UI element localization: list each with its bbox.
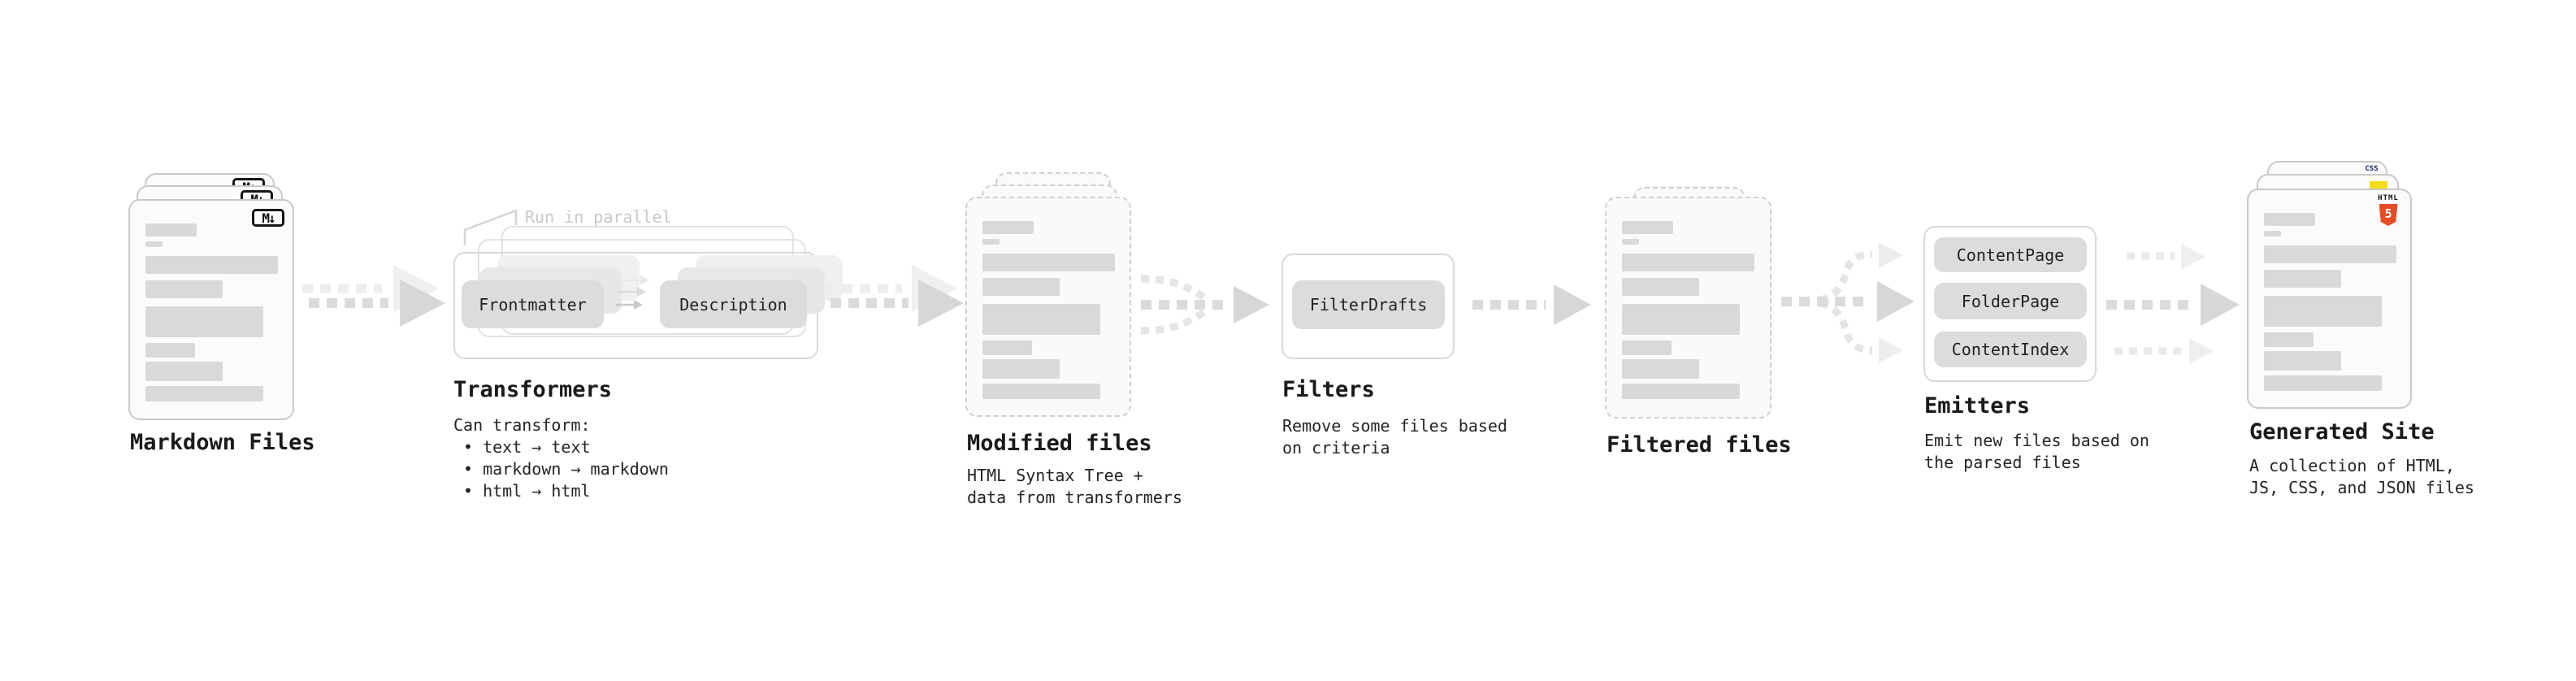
document-placeholder-lines (967, 198, 1130, 399)
arrow-transformers-to-modified (824, 265, 964, 327)
folderpage-pill: FolderPage (1934, 283, 2087, 319)
description-line: HTML Syntax Tree + (967, 466, 1143, 485)
filtered-file-card-front (1605, 197, 1772, 419)
transformers-description: Can transform: • text → text • markdown … (453, 414, 669, 502)
description-line: the parsed files (1924, 453, 2081, 472)
run-in-parallel-label: Run in parallel (525, 207, 672, 227)
arrow-markdown-to-transformers (302, 265, 445, 327)
contentpage-pill: ContentPage (1934, 237, 2087, 272)
bullet-line: • markdown → markdown (463, 459, 669, 479)
arrows-emitters-to-generated (2106, 244, 2240, 364)
modified-files-title: Modified files (967, 431, 1152, 456)
description-pill: Description (660, 280, 807, 328)
arrow-filtered-to-emitters-fanout (1781, 242, 1915, 363)
markdown-file-card-front: M↓ (128, 199, 294, 420)
description-line: A collection of HTML, (2249, 456, 2455, 475)
arrow-filters-to-filtered (1472, 284, 1591, 325)
filtered-files-title: Filtered files (1607, 432, 1792, 458)
emitters-title: Emitters (1924, 393, 2031, 419)
document-placeholder-lines (130, 201, 293, 401)
filters-title: Filters (1282, 377, 1375, 402)
document-placeholder-lines (1607, 198, 1770, 399)
modified-files-description: HTML Syntax Tree + data from transformer… (967, 465, 1182, 509)
description-line: JS, CSS, and JSON files (2249, 478, 2474, 497)
transformers-title: Transformers (453, 377, 613, 402)
html5-icon-label: HTML (2378, 194, 2399, 202)
generated-site-description: A collection of HTML, JS, CSS, and JSON … (2249, 455, 2474, 499)
description-line: Can transform: (453, 415, 591, 435)
generated-site-title: Generated Site (2249, 419, 2435, 445)
html5-icon: HTML 5 (2376, 194, 2400, 226)
emitters-description: Emit new files based on the parsed files (1924, 430, 2149, 474)
bullet-line: • text → text (463, 437, 591, 457)
description-line: data from transformers (967, 488, 1182, 507)
document-placeholder-lines (2249, 190, 2410, 391)
markdown-icon: M↓ (252, 209, 284, 227)
markdown-files-title: Markdown Files (130, 430, 315, 455)
filterdrafts-pill: FilterDrafts (1292, 280, 1445, 329)
contentindex-pill: ContentIndex (1934, 332, 2087, 367)
description-line: Remove some files based (1282, 416, 1507, 436)
modified-file-card-front (965, 197, 1131, 417)
filters-description: Remove some files based on criteria (1282, 415, 1507, 459)
description-line: Emit new files based on (1924, 431, 2149, 450)
css-icon-label: CSS (2365, 165, 2379, 173)
generated-file-card-html: HTML 5 (2247, 189, 2412, 409)
arrow-modified-to-filters-merge (1140, 275, 1269, 335)
bullet-line: • html → html (463, 481, 591, 501)
frontmatter-pill: Frontmatter (462, 280, 604, 328)
html5-shield: 5 (2379, 204, 2398, 226)
description-line: on criteria (1282, 438, 1390, 458)
